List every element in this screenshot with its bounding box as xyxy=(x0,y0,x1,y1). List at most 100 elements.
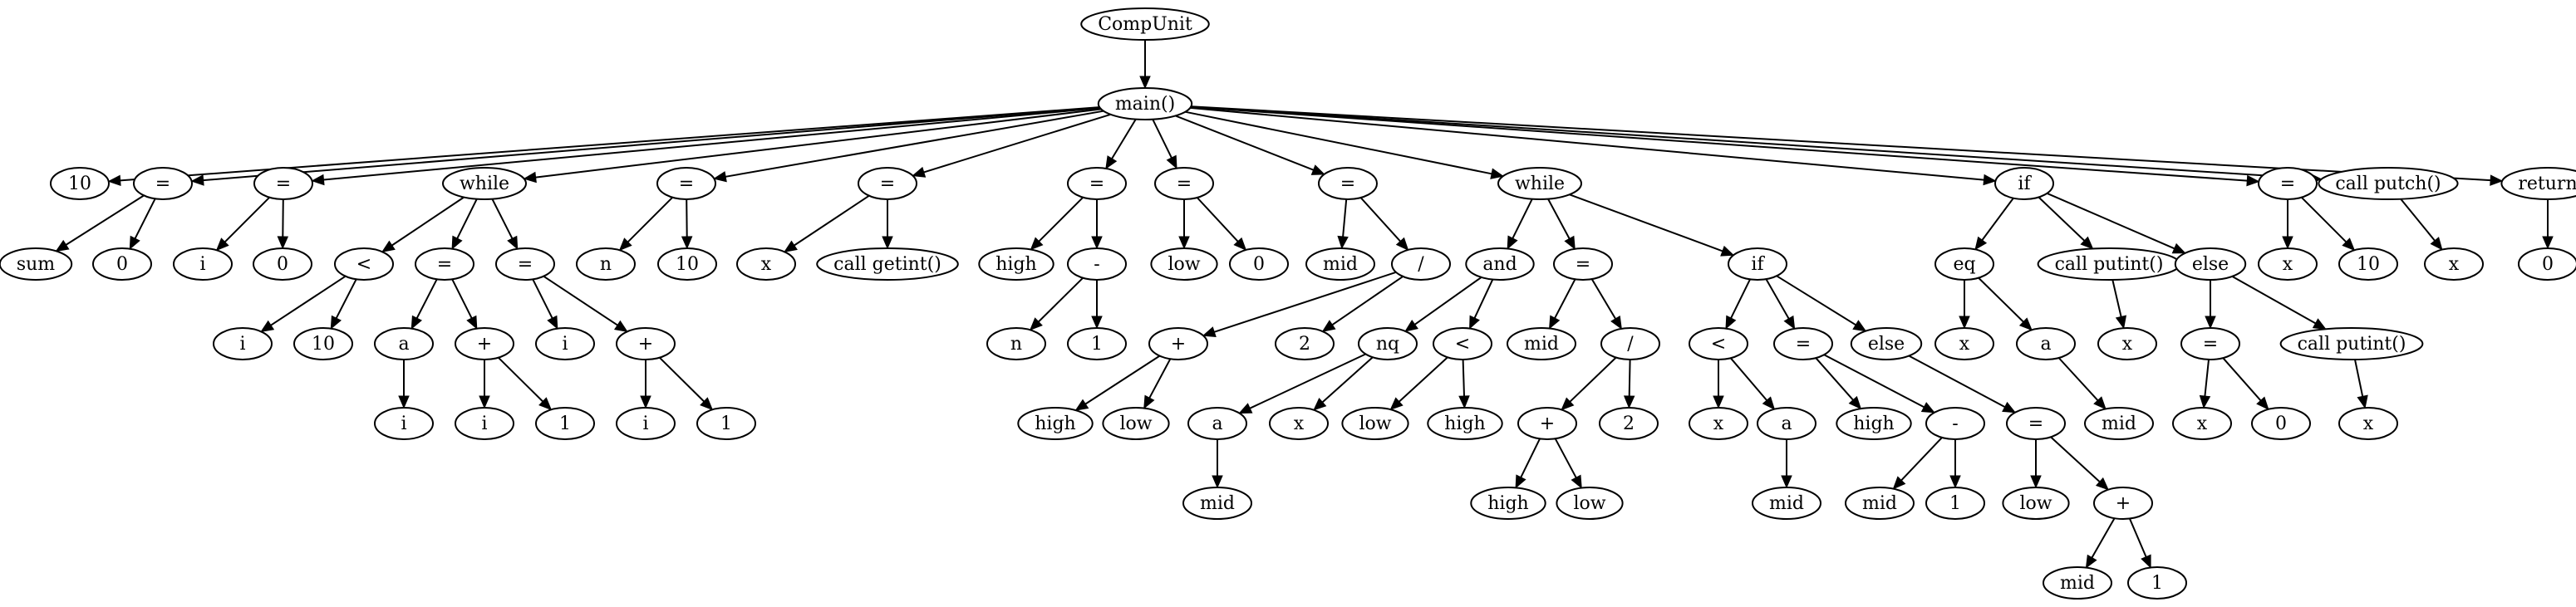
node-ellipse xyxy=(1017,407,1094,440)
arrowhead-icon xyxy=(1091,236,1103,250)
node-ellipse xyxy=(2279,327,2424,360)
node-ellipse xyxy=(1728,247,1787,281)
node-ellipse xyxy=(2002,487,2070,520)
node-ellipse xyxy=(2258,247,2318,281)
edge-n16-n18 xyxy=(498,356,543,403)
tree-node-high: high xyxy=(978,247,1054,281)
tree-node-10: 10 xyxy=(293,327,353,360)
node-label: + xyxy=(2116,493,2131,514)
node-label: < xyxy=(1711,334,1726,355)
arrowhead-icon xyxy=(2030,475,2042,489)
tree-node-symbol: - xyxy=(1067,247,1127,281)
arrowhead-icon xyxy=(1720,245,1735,257)
node-label: a xyxy=(2040,334,2051,355)
edge-n1-n3 xyxy=(203,106,1100,182)
edge-n24-n25 xyxy=(627,196,674,243)
node-label: + xyxy=(1540,414,1555,434)
edge-n85-n87 xyxy=(2222,357,2262,402)
tree-node-x: x xyxy=(1689,407,1748,440)
tree-node-else: else xyxy=(2174,247,2247,281)
node-label: 1 xyxy=(1091,334,1103,355)
node-ellipse xyxy=(1689,407,1748,440)
tree-node-10: 10 xyxy=(657,247,717,281)
arrowhead-icon xyxy=(2312,318,2327,330)
tree-node-a: a xyxy=(1757,407,1816,440)
tree-node-mid: mid xyxy=(2084,407,2154,440)
edge-n41-n42 xyxy=(1084,355,1161,405)
arrowhead-icon xyxy=(2430,237,2443,251)
edge-n19-n21 xyxy=(543,275,618,326)
node-ellipse xyxy=(1925,487,1985,520)
arrowhead-icon xyxy=(1143,394,1155,409)
node-label: while xyxy=(1515,174,1565,194)
arrowhead-icon xyxy=(55,239,70,252)
arrowhead-icon xyxy=(1974,236,1988,251)
node-label: 2 xyxy=(1299,334,1310,355)
node-ellipse xyxy=(1154,167,1214,200)
node-label: = xyxy=(518,254,533,275)
edge-n51-n53 xyxy=(1462,359,1465,397)
arrowhead-icon xyxy=(1949,475,1961,489)
node-ellipse xyxy=(1752,487,1821,520)
arrowhead-icon xyxy=(1781,475,1792,489)
node-label: a xyxy=(398,334,409,355)
tree-node-low: low xyxy=(1341,407,1409,440)
node-label: x xyxy=(2122,334,2133,355)
edge-n77-n82 xyxy=(2038,196,2086,242)
node-label: = xyxy=(1089,174,1104,194)
edge-n40-n44 xyxy=(1331,276,1404,326)
node-label: 10 xyxy=(676,254,699,275)
tree-node-high: high xyxy=(1017,407,1094,440)
edge-n77-n78 xyxy=(1981,198,2014,241)
arrowhead-icon xyxy=(1725,315,1737,330)
tree-node-symbol: / xyxy=(1391,247,1451,281)
node-label: mid xyxy=(1524,334,1559,355)
node-ellipse xyxy=(616,327,676,360)
edge-n32-n33 xyxy=(1038,277,1084,323)
node-label: low xyxy=(1119,414,1152,434)
tree-node-mid: mid xyxy=(2043,566,2112,600)
node-ellipse xyxy=(253,247,312,281)
node-ellipse xyxy=(253,167,313,200)
tree-node-x: x xyxy=(2424,247,2484,281)
edge-n1-n30 xyxy=(1111,119,1137,159)
tree-node-while: while xyxy=(1497,167,1582,200)
node-label: return xyxy=(2518,174,2576,194)
node-ellipse xyxy=(2174,247,2247,281)
arrowhead-icon xyxy=(107,174,121,187)
edge-n77-n84 xyxy=(2047,192,2175,250)
tree-node-symbol: - xyxy=(1925,407,1985,440)
edge-n90-n92 xyxy=(2300,196,2347,243)
node-ellipse xyxy=(1773,327,1833,360)
node-ellipse xyxy=(1934,327,1994,360)
edge-n47-n48 xyxy=(1249,353,1366,409)
tree-node-main: main() xyxy=(1097,87,1193,120)
arrowhead-icon xyxy=(2256,396,2269,410)
edge-n78-n80 xyxy=(1978,277,2024,323)
node-ellipse xyxy=(1553,247,1613,281)
tree-node-2: 2 xyxy=(1275,327,1335,360)
node-label: mid xyxy=(1200,493,1235,514)
node-label: = xyxy=(1576,254,1590,275)
node-ellipse xyxy=(2338,247,2398,281)
node-ellipse xyxy=(1148,327,1208,360)
node-ellipse xyxy=(92,247,152,281)
node-ellipse xyxy=(1465,247,1535,281)
arrowhead-icon xyxy=(538,397,553,411)
edge-n93-n94 xyxy=(2400,198,2436,242)
node-label: call getint() xyxy=(833,254,941,275)
arrowhead-icon xyxy=(2490,174,2504,186)
node-ellipse xyxy=(1470,487,1546,520)
node-ellipse xyxy=(1097,87,1193,120)
node-label: n xyxy=(600,254,612,275)
node-label: mid xyxy=(2060,573,2095,594)
arrowhead-icon xyxy=(618,237,632,252)
node-ellipse xyxy=(1318,167,1378,200)
edge-n13-n14 xyxy=(415,278,438,319)
arrowhead-icon xyxy=(1178,236,1190,250)
edge-n85-n86 xyxy=(2204,359,2210,397)
node-label: i xyxy=(199,254,205,275)
edge-n46-n47 xyxy=(1414,277,1482,326)
node-label: i xyxy=(562,334,568,355)
